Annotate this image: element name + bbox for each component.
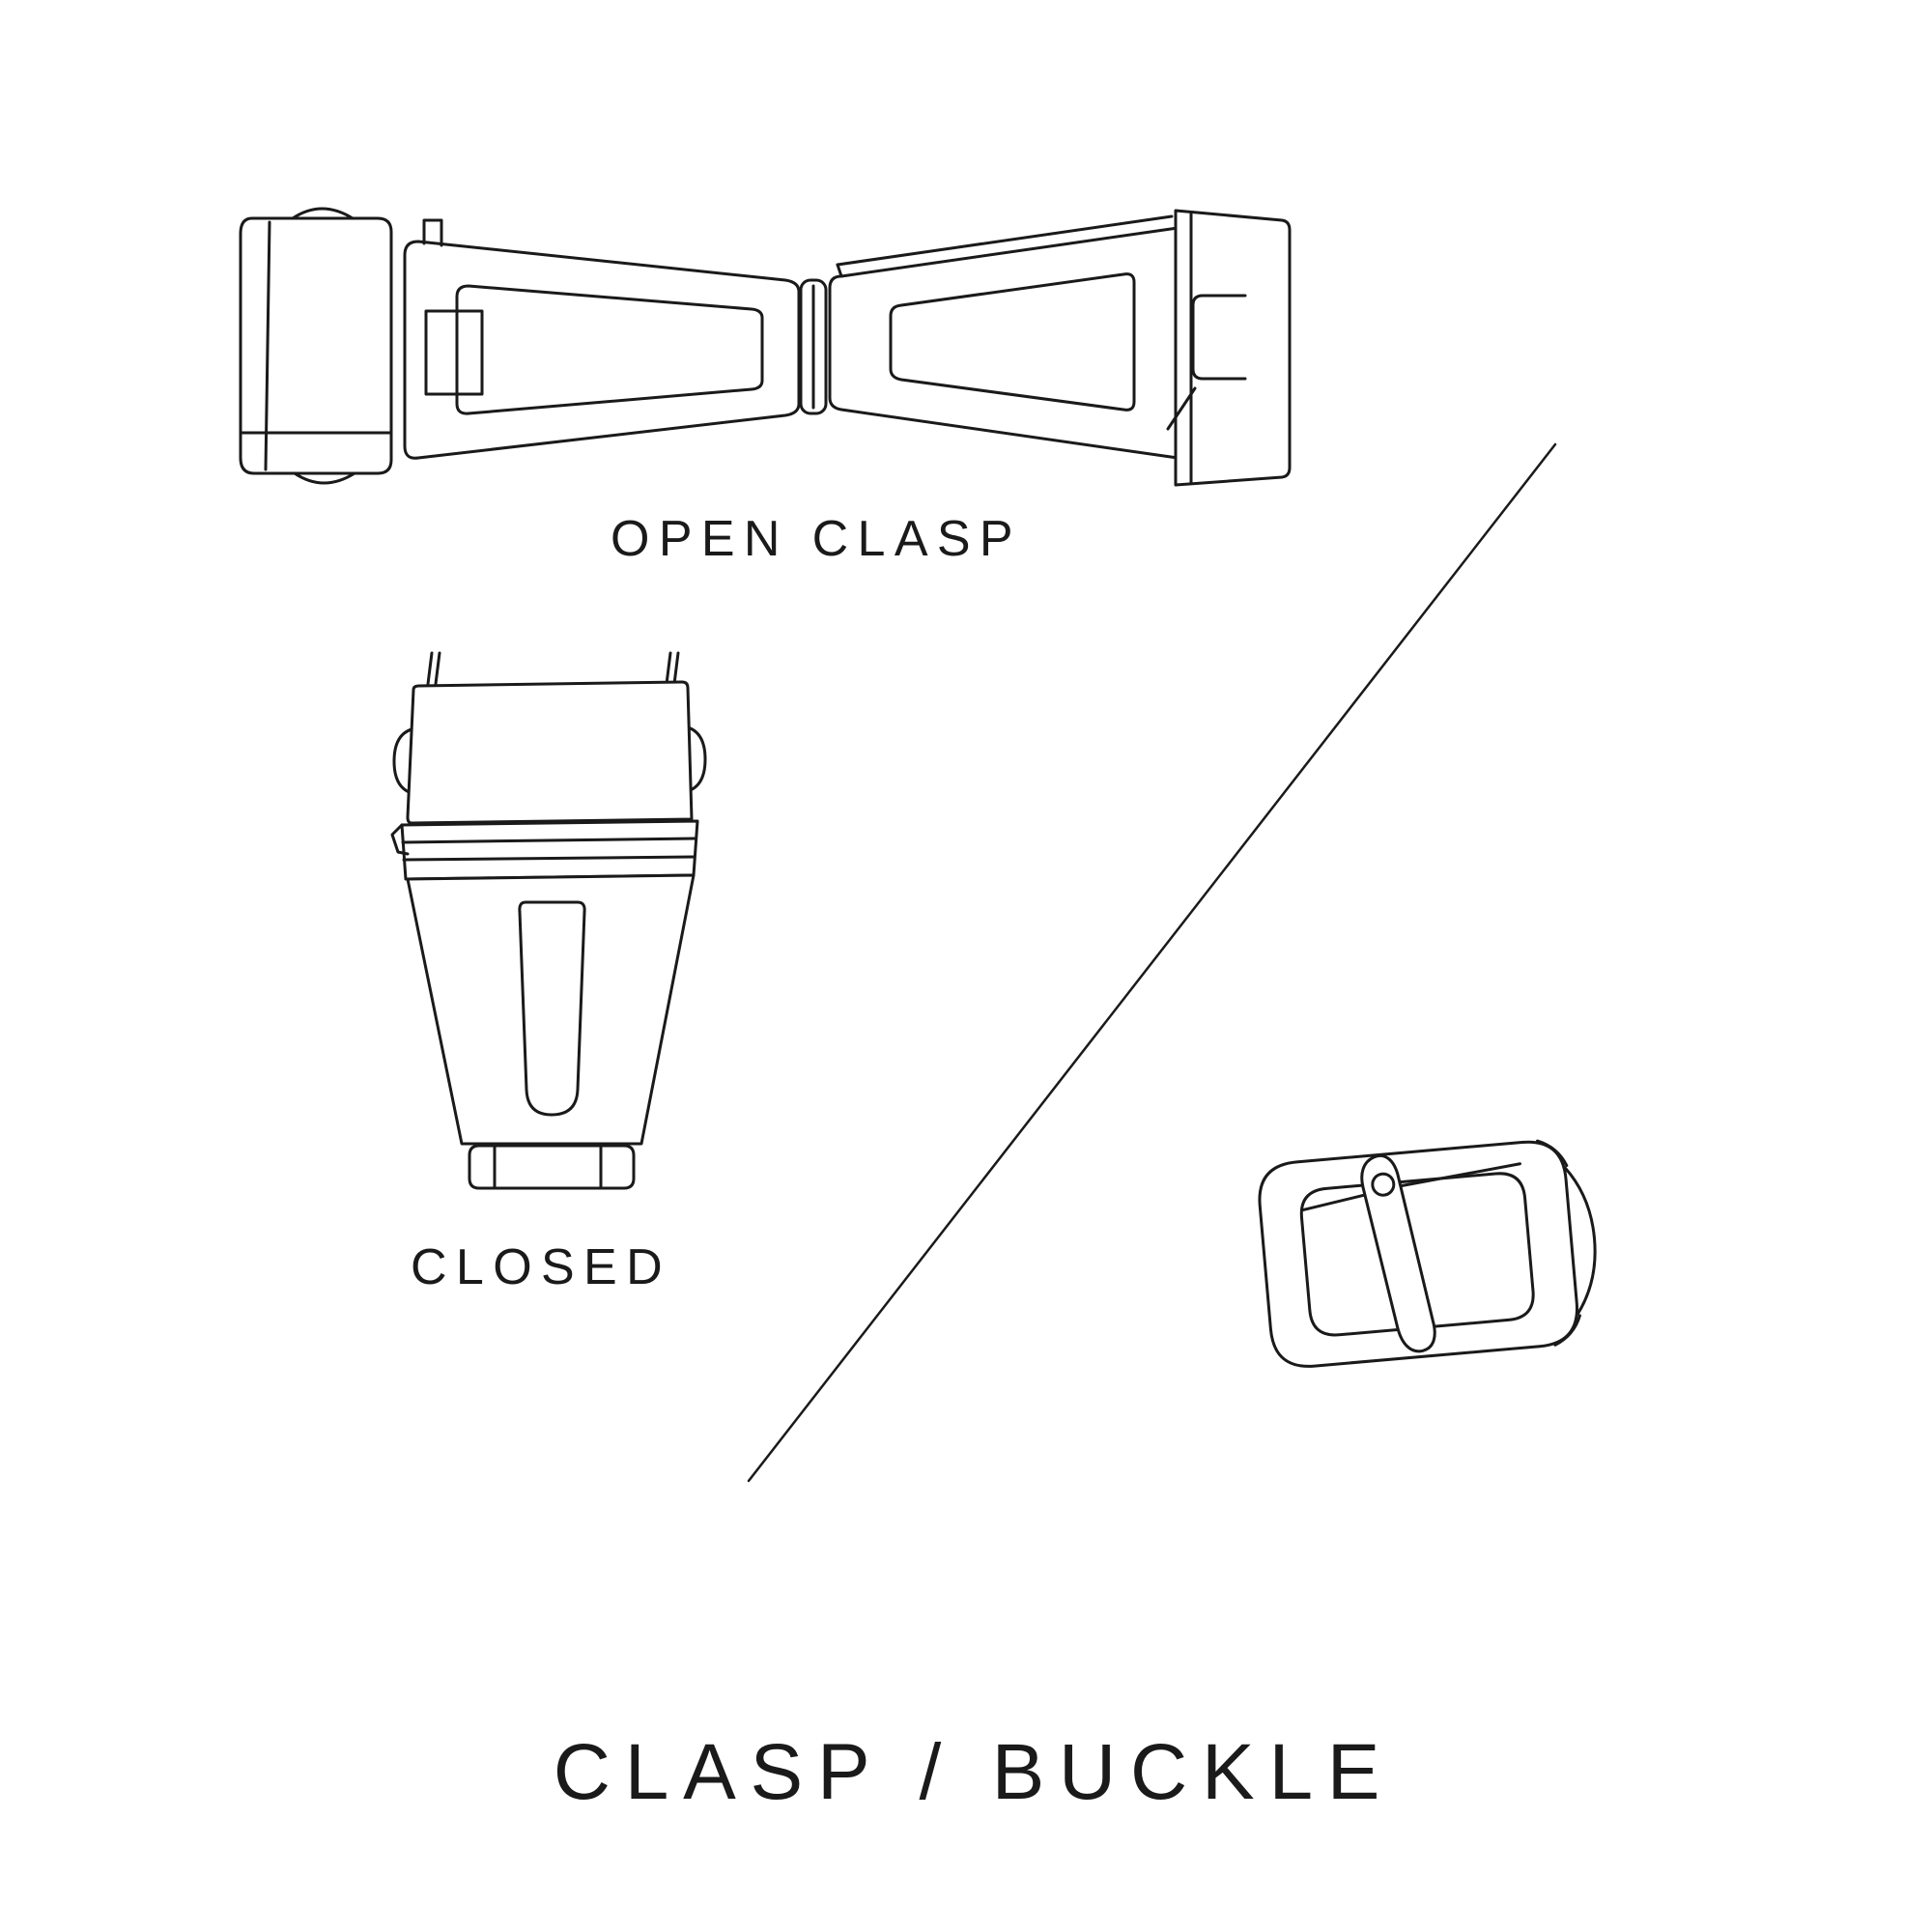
open-clasp-label: OPEN CLASP bbox=[611, 511, 1022, 567]
closed-clasp-label: CLOSED bbox=[411, 1239, 671, 1295]
figure-closed-clasp bbox=[384, 649, 713, 1195]
pin-buckle-icon bbox=[1239, 1087, 1626, 1415]
diagonal-divider-icon bbox=[744, 440, 1560, 1488]
figure-open-clasp bbox=[225, 184, 1302, 493]
open-clasp-icon bbox=[225, 184, 1302, 493]
divider-line bbox=[744, 440, 1560, 1488]
figure-buckle bbox=[1239, 1087, 1626, 1415]
closed-clasp-icon bbox=[384, 649, 713, 1195]
page-title: CLASP / BUCKLE bbox=[553, 1728, 1395, 1816]
